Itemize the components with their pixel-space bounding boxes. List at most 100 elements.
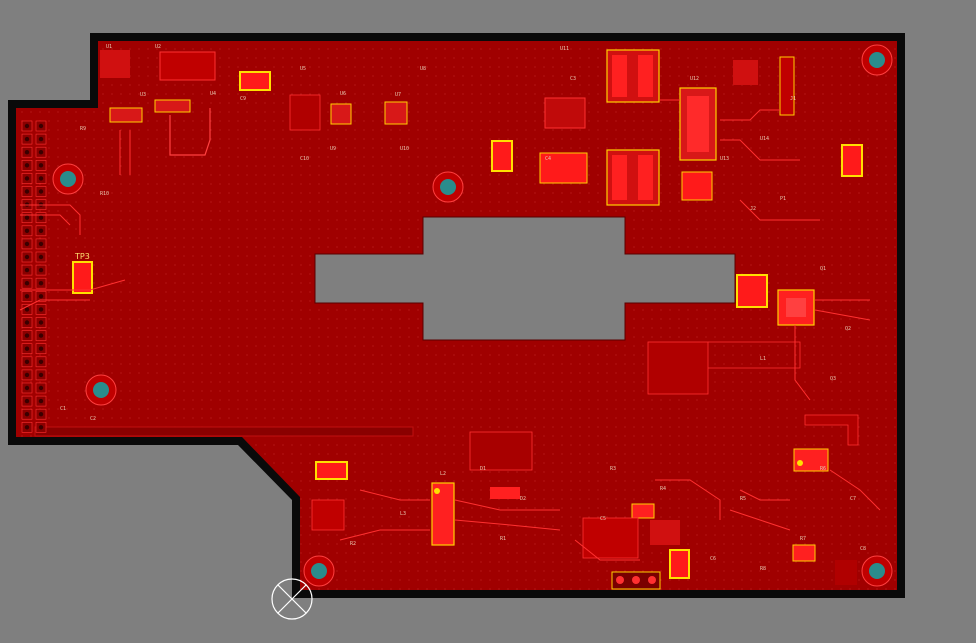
designator-label: R3 <box>610 466 616 472</box>
header-pin-hole <box>38 163 44 168</box>
header-pin-hole <box>38 398 44 404</box>
designator-label: C8 <box>860 546 866 552</box>
header-pin-hole <box>24 267 30 273</box>
header-pin-hole <box>38 359 44 364</box>
header-pin-hole <box>38 136 44 142</box>
designator-label: C6 <box>710 556 716 562</box>
header-pin-hole <box>38 150 44 155</box>
ic-u3[interactable] <box>384 101 408 125</box>
mounting-hole-left-lower <box>85 374 117 406</box>
ic-u5[interactable] <box>330 103 352 125</box>
header-pin-hole <box>38 267 44 273</box>
capacitor-block-2 <box>681 171 713 201</box>
designator-label: R4 <box>660 486 666 492</box>
designator-label: J2 <box>750 206 756 212</box>
mounting-holes <box>52 44 893 587</box>
bottom-center-cluster <box>311 431 533 546</box>
pad-top-center[interactable] <box>491 140 513 172</box>
header-pin-hole <box>38 215 44 220</box>
designator-label: L3 <box>400 511 406 517</box>
designator-label: C3 <box>570 76 576 82</box>
ic-u12[interactable] <box>631 503 655 519</box>
header-pin-hole <box>38 346 44 351</box>
pad-bottom-right[interactable] <box>669 549 690 579</box>
header-pin-hole <box>38 254 44 260</box>
designator-label: C10 <box>300 156 309 162</box>
designator-label: U11 <box>560 46 569 52</box>
pad-top-left[interactable] <box>239 71 271 91</box>
header-pin-hole <box>24 254 30 260</box>
designator-label: U14 <box>760 136 769 142</box>
header-pin-hole <box>24 398 30 404</box>
designator-label: C2 <box>90 416 96 422</box>
capacitor-block-1 <box>539 152 588 184</box>
header-pin-hole <box>38 176 44 181</box>
header-pin-hole <box>24 163 30 168</box>
designator-label: U4 <box>210 91 216 97</box>
designator-label: U8 <box>420 66 426 72</box>
header-pin-hole <box>24 281 30 286</box>
pad-bottom-left[interactable] <box>315 461 348 480</box>
header-pin-hole <box>24 359 30 364</box>
designator-label: R7 <box>800 536 806 542</box>
ic-u1[interactable] <box>109 107 143 123</box>
ic-u13[interactable] <box>793 448 829 472</box>
bottom-trace-strip <box>34 426 414 437</box>
test-point-label: TP3 <box>74 252 90 261</box>
designator-label: L1 <box>760 356 766 362</box>
designator-label: C9 <box>240 96 246 102</box>
header-pin-hole <box>38 294 44 299</box>
header-pin-hole <box>24 136 30 142</box>
bottom-right-cluster <box>582 414 859 590</box>
pin-header <box>21 120 47 433</box>
designator-label: D1 <box>480 466 486 472</box>
designator-label: U3 <box>140 92 146 98</box>
designator-label: U2 <box>155 44 161 50</box>
header-pin-hole <box>38 333 44 338</box>
ic-u4-center <box>687 96 709 152</box>
designator-label: J1 <box>790 96 796 102</box>
board-cutout <box>314 216 736 341</box>
mounting-hole-left-upper <box>52 163 84 195</box>
header-pin-hole <box>38 189 44 194</box>
header-pin-hole <box>24 333 30 338</box>
pad-right-mid[interactable] <box>736 274 768 308</box>
ic-u14[interactable] <box>792 544 816 562</box>
header-pin-hole <box>24 241 30 247</box>
mounting-hole-bottom-left <box>303 555 335 587</box>
header-pin-hole <box>38 320 44 325</box>
pad-tp3[interactable] <box>72 261 93 294</box>
header-pin-hole <box>24 425 30 430</box>
designator-label: R6 <box>820 466 826 472</box>
designator-label: U1 <box>106 44 112 50</box>
pad-right[interactable] <box>841 144 863 177</box>
designator-label: U5 <box>300 66 306 72</box>
designator-label: R2 <box>350 541 356 547</box>
designator-label: R1 <box>500 536 506 542</box>
header-pin-hole <box>24 228 30 233</box>
ic-u2[interactable] <box>154 99 191 113</box>
ic-u10[interactable] <box>431 482 455 546</box>
header-pin-hole <box>24 372 30 378</box>
power-section <box>539 49 795 206</box>
capacitor-tall <box>779 56 795 116</box>
header-pin-hole <box>24 412 30 417</box>
designator-label: D2 <box>520 496 526 502</box>
header-pin-hole <box>24 294 30 299</box>
header-pin-hole <box>24 150 30 155</box>
designator-label: Q3 <box>830 376 836 382</box>
header-pin-hole <box>38 307 44 312</box>
designator-label: L2 <box>440 471 446 477</box>
header-pin-hole <box>38 372 44 378</box>
header-pin-hole <box>24 189 30 194</box>
highlighted-pads <box>72 71 863 579</box>
designator-label: Q1 <box>820 266 826 272</box>
header-pin-hole <box>24 123 30 129</box>
header-pin-hole <box>38 228 44 233</box>
designator-label: R10 <box>100 191 109 197</box>
header-pin-hole <box>38 123 44 129</box>
header-pin-hole <box>24 346 30 351</box>
header-pin-hole <box>24 320 30 325</box>
designator-label: U12 <box>690 76 699 82</box>
